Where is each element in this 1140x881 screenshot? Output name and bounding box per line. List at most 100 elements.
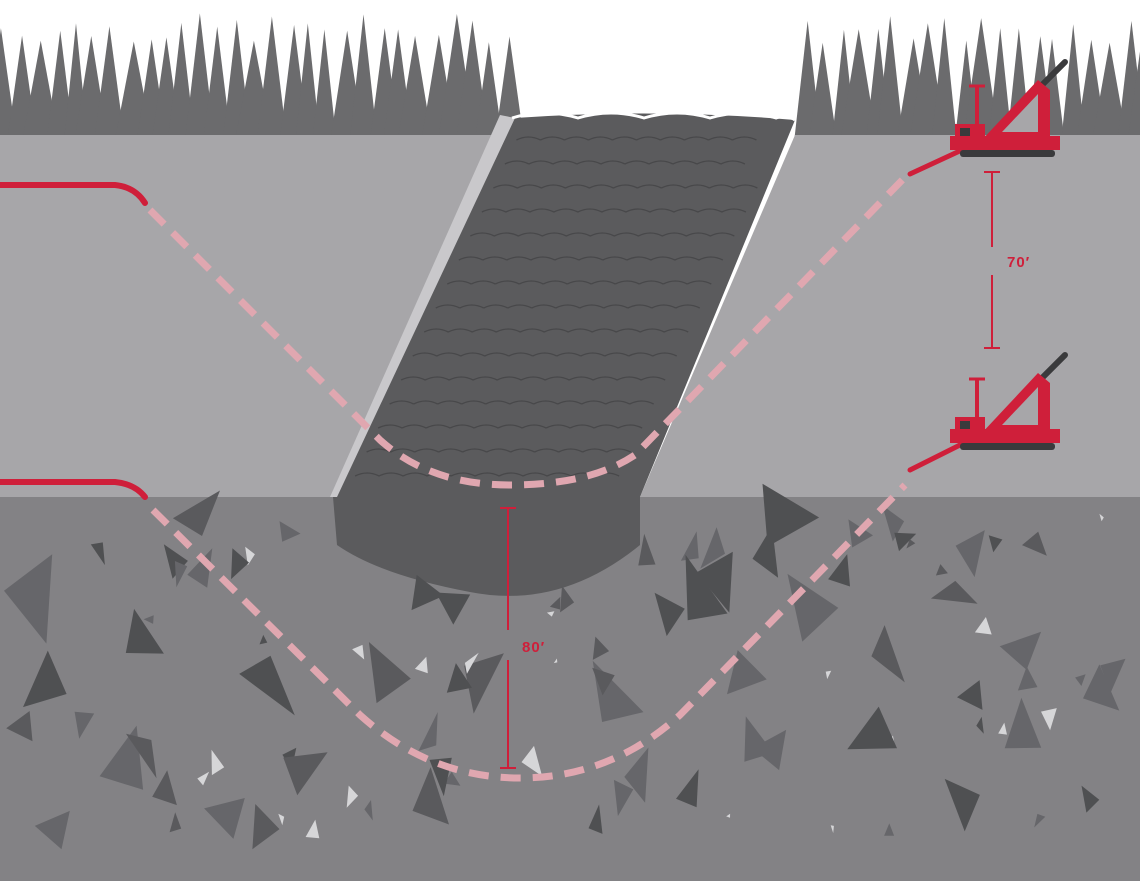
tree-icon	[185, 13, 215, 138]
rock-fragment	[588, 804, 603, 834]
rock-fragment	[882, 505, 905, 542]
tree-icon	[398, 35, 432, 138]
rock-fragment	[1041, 708, 1057, 731]
rock-fragment	[446, 663, 472, 693]
tree-icon	[257, 16, 287, 138]
tree-icon	[475, 42, 503, 139]
rock-fragment	[624, 747, 649, 803]
rock-fragment	[1100, 658, 1126, 693]
wave-line	[493, 184, 758, 189]
rock-fragment	[974, 617, 992, 635]
bore-path-lower	[150, 482, 908, 782]
rock-fragment	[549, 596, 561, 610]
tree-icon	[203, 26, 231, 138]
tree-icon	[295, 23, 320, 138]
rock-fragment	[999, 631, 1042, 670]
rock-fragment	[930, 580, 978, 604]
wave-line	[481, 208, 747, 213]
drill-rig-icon	[907, 352, 1068, 473]
rock-fragment	[955, 530, 985, 578]
tree-icon	[1092, 42, 1127, 138]
tree-icon	[46, 30, 74, 138]
rock-fragment	[830, 825, 834, 834]
rock-fragment	[825, 670, 832, 680]
rock-fragment	[613, 779, 634, 817]
rock-fragment	[700, 527, 725, 569]
rock-fragment	[305, 819, 320, 839]
tree-icon	[1061, 24, 1085, 139]
tree-icon	[1128, 51, 1140, 138]
rock-fragment	[444, 771, 461, 786]
rock-fragment	[245, 546, 255, 566]
rock-fragment	[368, 642, 411, 704]
rock-fragment	[1081, 785, 1100, 813]
tree-icon	[349, 14, 378, 138]
wave-line	[377, 424, 643, 429]
rock-fragment	[988, 535, 1003, 553]
rock-fragment	[696, 551, 733, 613]
rock-fragment	[560, 585, 575, 613]
river-bank-edge	[330, 115, 515, 497]
tree-line-left	[0, 13, 524, 139]
river-waves	[354, 136, 758, 477]
upper-ground-left	[0, 135, 515, 497]
rock-fragment	[364, 800, 373, 821]
rock-fragment	[412, 767, 449, 825]
rock-fragment	[283, 752, 328, 796]
existing-pipe-upper	[0, 182, 148, 206]
wave-line	[435, 304, 701, 309]
bore-path-upper	[147, 169, 913, 489]
wave-line	[400, 376, 666, 381]
rock-fragment	[1034, 813, 1046, 828]
rock-fragment	[884, 823, 895, 836]
rock-fragment	[906, 539, 916, 549]
tree-icon	[94, 26, 125, 138]
river-surface	[511, 111, 796, 122]
wave-line	[458, 256, 724, 261]
rock-fragment	[346, 785, 359, 808]
wave-line	[389, 400, 654, 405]
dimension-70: 70′	[984, 171, 1029, 349]
tree-icon	[988, 28, 1012, 138]
rock-fragment	[169, 812, 182, 833]
dimension-label-80: 80′	[522, 639, 545, 656]
rock-fragment	[259, 634, 268, 645]
rock-fragment	[74, 711, 95, 739]
rock-fragment	[744, 716, 774, 762]
rock-fragment	[847, 706, 897, 750]
wave-line	[516, 136, 757, 141]
wave-line	[366, 448, 631, 453]
rock-fragment	[279, 521, 301, 542]
drill-rig-icon	[907, 59, 1068, 177]
rock-fragment	[143, 615, 154, 624]
rock-fragment	[1022, 531, 1047, 556]
rock-fragment	[1004, 697, 1042, 749]
rock-fragment	[894, 532, 917, 552]
existing-pipe-lower	[0, 479, 148, 500]
rock-fragment	[6, 711, 33, 742]
rock-fragment	[464, 652, 479, 674]
rock-fragment	[685, 554, 728, 621]
wave-line	[470, 232, 735, 237]
rock-fragment	[1099, 513, 1104, 522]
rock-fragment	[204, 798, 245, 839]
rock-fragment	[976, 716, 984, 734]
rock-fragment	[4, 554, 53, 644]
tree-icon	[877, 16, 904, 138]
rock-fragment	[152, 770, 177, 806]
tree-icon	[808, 42, 837, 138]
rock-fragment	[239, 655, 295, 716]
rock-fragment	[172, 490, 220, 536]
rock-fragment	[1083, 664, 1120, 711]
rock-fragment	[546, 611, 555, 617]
rock-fragment	[1017, 666, 1038, 691]
rock-fragment	[762, 483, 820, 547]
rock-fragment	[411, 574, 444, 611]
rock-fragment	[521, 745, 543, 777]
tree-icon	[840, 29, 877, 139]
rock-fragment	[125, 608, 164, 654]
rock-fragment	[231, 548, 249, 580]
rock-fragment	[957, 680, 983, 710]
rock-fragment	[638, 533, 656, 566]
